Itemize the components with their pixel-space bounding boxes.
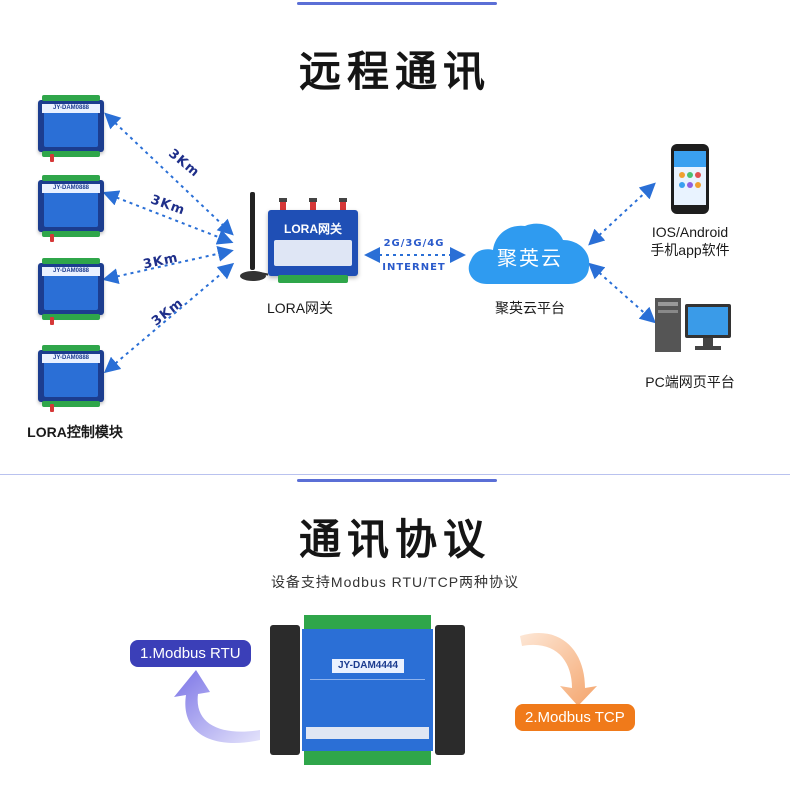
- module-name: JY-DAM0888: [42, 354, 100, 363]
- link-cloud-phone: [588, 182, 656, 246]
- modbus-rtu-badge: 1.Modbus RTU: [130, 640, 251, 667]
- lora-modules-label: LORA控制模块: [27, 424, 123, 440]
- section1-title: 远程通讯: [298, 47, 491, 96]
- connection-arrows: [102, 112, 656, 374]
- antenna-icon: [240, 192, 268, 281]
- section-divider: [0, 474, 790, 475]
- modbus-tcp-badge: 2.Modbus TCP: [515, 704, 635, 731]
- section2-subtitle: 设备支持Modbus RTU/TCP两种协议: [270, 574, 520, 590]
- module-name: JY-DAM0888: [42, 267, 100, 276]
- phone-label-line1: IOS/Android: [651, 224, 729, 240]
- link-module4-gateway: [103, 262, 235, 374]
- network-label: 2G/3G/4G: [383, 238, 445, 249]
- pc-label: PC端网页平台: [645, 374, 735, 390]
- cloud-icon: [468, 223, 590, 284]
- link-cloud-pc: [588, 262, 656, 324]
- top-divider: [297, 2, 497, 5]
- lora-module-3: JY-DAM0888: [38, 258, 104, 325]
- gateway-label: LORA网关: [266, 300, 334, 316]
- section2-divider: [297, 479, 497, 482]
- section2-title: 通讯协议: [298, 515, 491, 564]
- lora-gateway: LORA网关: [268, 198, 358, 283]
- internet-label: INTERNET: [382, 262, 446, 273]
- gateway-name: LORA网关: [284, 222, 342, 236]
- module-name: JY-DAM0888: [42, 104, 100, 113]
- cloud-text: 聚英云: [497, 248, 563, 270]
- lora-module-4: JY-DAM0888: [38, 345, 104, 412]
- device-name: JY-DAM4444: [332, 659, 404, 673]
- smartphone-icon: [671, 144, 709, 214]
- link-module3-gateway: [102, 245, 234, 285]
- lora-module-2: JY-DAM0888: [38, 175, 104, 242]
- module-name: JY-DAM0888: [42, 184, 100, 193]
- desktop-pc-icon: [655, 298, 731, 352]
- gateway-antennas: [279, 198, 347, 214]
- device-jy-dam4444: JY-DAM4444: [270, 615, 465, 765]
- cloud-platform-label: 聚英云平台: [495, 300, 565, 316]
- lora-module-1: JY-DAM0888: [38, 95, 104, 162]
- phone-label-line2: 手机app软件: [650, 242, 730, 258]
